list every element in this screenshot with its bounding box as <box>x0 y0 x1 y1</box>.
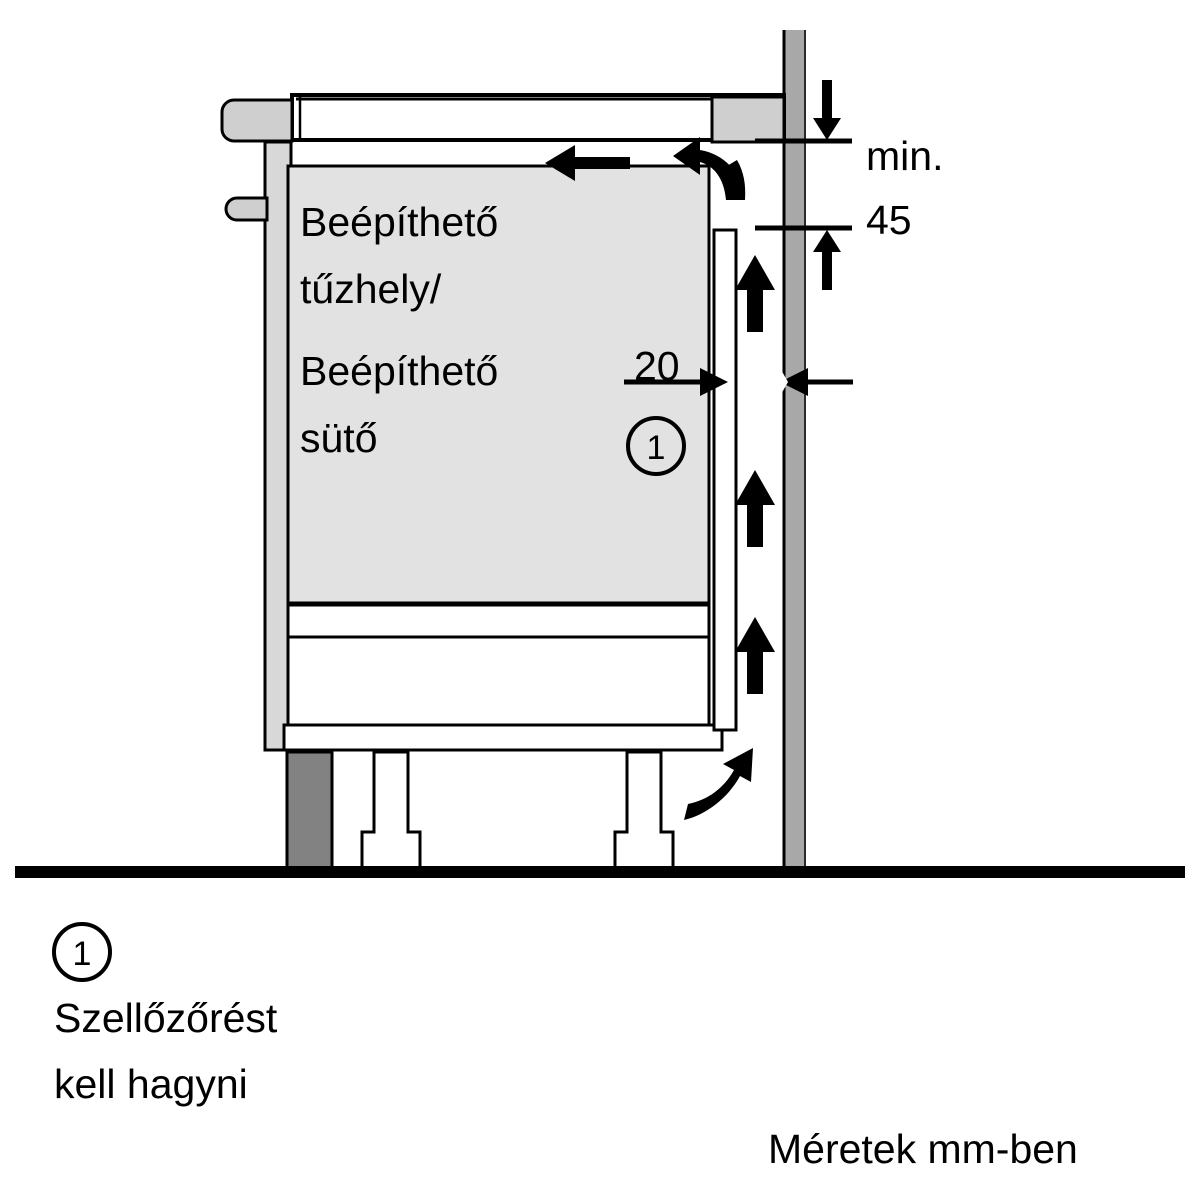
arrow-up-icon-2 <box>735 470 775 547</box>
dimension-min-label: min. <box>866 133 943 179</box>
appliance-label-line3: Beépíthető <box>300 348 498 394</box>
appliance-label-line1: Beépíthető <box>300 199 498 245</box>
legend-text-line2: kell hagyni <box>54 1061 248 1107</box>
appliance-label-line4: sütő <box>300 415 378 461</box>
curved-arrow-left-icon <box>673 137 746 200</box>
dimension-arrow-up-icon <box>813 230 841 290</box>
dimension-arrow-down-icon <box>813 80 841 140</box>
appliance-front-panel <box>224 140 293 752</box>
floor-line <box>15 866 1185 878</box>
callout-marker-drawing: 1 <box>626 416 686 476</box>
footnote-units: Méretek mm-ben <box>768 1126 1078 1172</box>
rear-panel-strip <box>712 228 738 732</box>
dimension-min-45 <box>755 80 852 290</box>
cabinet-base <box>285 750 675 872</box>
callout-marker-drawing-number: 1 <box>647 429 666 467</box>
appliance-label-line2: tűzhely/ <box>300 266 442 312</box>
arrow-left-icon <box>545 145 630 181</box>
dimension-arrow-left-icon <box>780 368 808 396</box>
appliance-lower-compartment <box>282 603 724 752</box>
cabinet-leg-left <box>360 750 422 872</box>
legend-marker-number: 1 <box>73 935 92 973</box>
plinth-block <box>285 750 334 872</box>
handle-icon <box>224 196 269 222</box>
dimension-45-label: 45 <box>866 197 912 243</box>
curved-arrow-up-right-icon <box>684 748 753 820</box>
worktop <box>220 93 786 144</box>
dimension-gap-20 <box>624 368 853 396</box>
arrow-up-icon-1 <box>735 255 775 332</box>
legend-text-line1: Szellőzőrést <box>54 995 278 1041</box>
cabinet-leg-right <box>613 750 675 872</box>
legend-marker: 1 <box>52 922 112 982</box>
wall <box>782 30 806 872</box>
dimension-20-label: 20 <box>634 343 680 389</box>
arrow-up-icon-3 <box>735 617 775 694</box>
dimension-arrow-right-icon <box>700 368 728 396</box>
